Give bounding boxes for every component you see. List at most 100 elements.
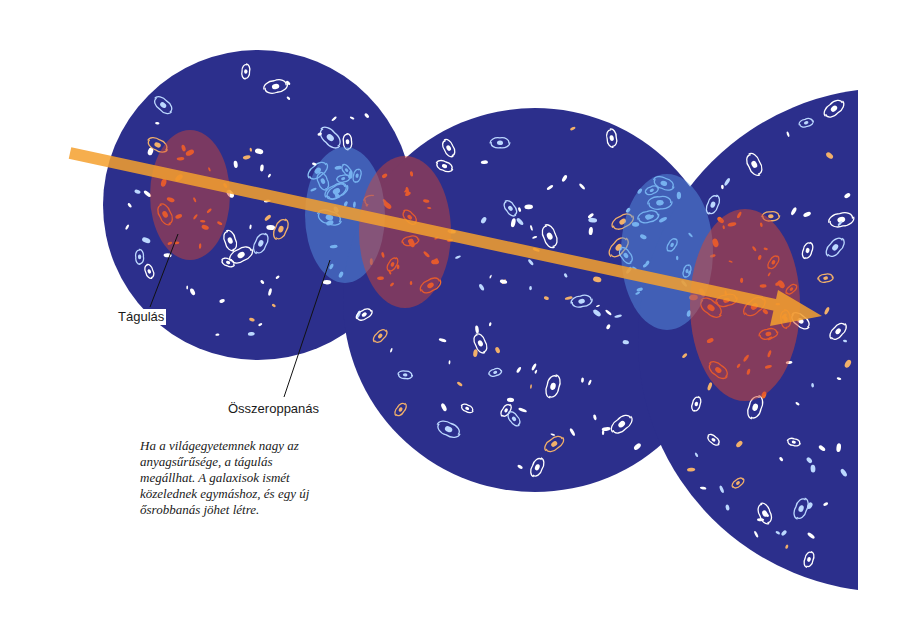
- galaxy-core: [361, 312, 368, 318]
- galaxy-core: [550, 440, 558, 448]
- galaxy-arm: [371, 328, 386, 343]
- galaxy-blob: [843, 339, 847, 342]
- galaxy-core: [154, 141, 162, 148]
- galaxy: [843, 339, 847, 342]
- galaxy-blob: [455, 255, 461, 259]
- galaxy-arm: [819, 276, 834, 284]
- galaxy-core: [271, 83, 280, 90]
- galaxy: [349, 116, 354, 120]
- galaxy-blob: [614, 314, 622, 318]
- galaxy: [323, 280, 332, 285]
- galaxy: [490, 137, 510, 148]
- galaxy: [530, 384, 532, 389]
- galaxy: [134, 189, 141, 194]
- galaxy: [125, 224, 130, 230]
- galaxy-core: [504, 408, 509, 413]
- galaxy-arm: [317, 129, 341, 151]
- galaxy: [840, 468, 849, 478]
- galaxy-blob: [448, 360, 450, 364]
- galaxy-arm: [827, 321, 845, 340]
- galaxy: [516, 217, 525, 226]
- galaxy-arm: [271, 218, 286, 240]
- galaxy: [592, 308, 602, 317]
- galaxy-arm: [730, 476, 743, 488]
- galaxy: [435, 159, 454, 173]
- galaxy: [331, 116, 337, 122]
- galaxy: [141, 236, 151, 244]
- galaxy-blob: [707, 382, 713, 391]
- galaxy-blob: [592, 276, 601, 283]
- galaxy-arm: [546, 436, 566, 454]
- galaxy-core: [257, 239, 264, 247]
- galaxy: [779, 456, 784, 462]
- galaxy: [706, 433, 722, 447]
- galaxy-core: [578, 298, 586, 304]
- galaxy-blob: [587, 379, 592, 386]
- galaxy-blob: [588, 227, 593, 236]
- galaxy-blob: [780, 529, 787, 536]
- galaxy: [780, 529, 787, 536]
- galaxy-arm: [227, 244, 251, 263]
- galaxy-blob: [735, 440, 743, 448]
- galaxy-blob: [510, 218, 516, 228]
- galaxy-blob: [499, 279, 507, 284]
- galaxy: [763, 511, 770, 517]
- galaxy-arm: [262, 78, 286, 91]
- galaxy-core: [403, 373, 408, 376]
- galaxy-blob: [687, 467, 696, 471]
- galaxy: [681, 353, 688, 359]
- galaxy: [539, 223, 560, 250]
- galaxy-blob: [836, 377, 841, 381]
- galaxy: [827, 320, 848, 343]
- galaxy: [534, 369, 538, 374]
- galaxy: [499, 402, 513, 418]
- galaxy: [561, 174, 568, 182]
- universe-sphere: [638, 88, 858, 592]
- galaxy-core: [377, 333, 383, 339]
- galaxy-blob: [534, 369, 538, 374]
- galaxy: [249, 224, 252, 229]
- galaxy-core: [465, 406, 470, 410]
- galaxy: [785, 544, 789, 549]
- galaxy-arm: [436, 424, 461, 440]
- galaxy-core: [507, 205, 514, 212]
- galaxy-blob: [561, 174, 568, 182]
- galaxy-arm: [221, 231, 235, 252]
- galaxy-core: [444, 425, 453, 433]
- galaxy-blob: [588, 218, 597, 223]
- galaxy-arm: [471, 335, 486, 355]
- galaxy-blob: [592, 308, 602, 317]
- galaxy-blob: [602, 427, 611, 432]
- galaxy: [135, 249, 144, 265]
- galaxy-blob: [127, 202, 132, 208]
- galaxy-arm: [706, 435, 719, 446]
- galaxy-core: [694, 401, 698, 406]
- galaxy: [390, 348, 393, 353]
- galaxy-blob: [681, 353, 688, 359]
- galaxy-blob: [134, 189, 141, 194]
- galaxy: [743, 151, 765, 177]
- galaxy: [258, 322, 263, 326]
- galaxy-blob: [546, 184, 554, 190]
- galaxy: [456, 381, 463, 387]
- galaxy-arm: [801, 242, 811, 259]
- galaxy-blob: [843, 192, 851, 199]
- galaxy-arm: [825, 100, 846, 120]
- galaxy: [219, 298, 225, 303]
- galaxy: [614, 314, 622, 318]
- galaxy-arm: [346, 133, 353, 149]
- galaxy: [489, 322, 492, 327]
- galaxy: [488, 367, 503, 378]
- galaxy: [155, 122, 160, 125]
- galaxy: [605, 128, 618, 148]
- galaxy-core: [804, 121, 809, 126]
- galaxy-arm: [265, 82, 289, 95]
- galaxy-arm: [490, 137, 509, 144]
- galaxy-arm: [756, 504, 771, 526]
- galaxy: [704, 193, 721, 216]
- galaxy-core: [227, 237, 234, 245]
- galaxy-blob: [581, 377, 584, 383]
- galaxy-blob: [806, 456, 813, 464]
- part-label: Tágulás: [116, 309, 166, 325]
- galaxy-blob: [264, 214, 272, 222]
